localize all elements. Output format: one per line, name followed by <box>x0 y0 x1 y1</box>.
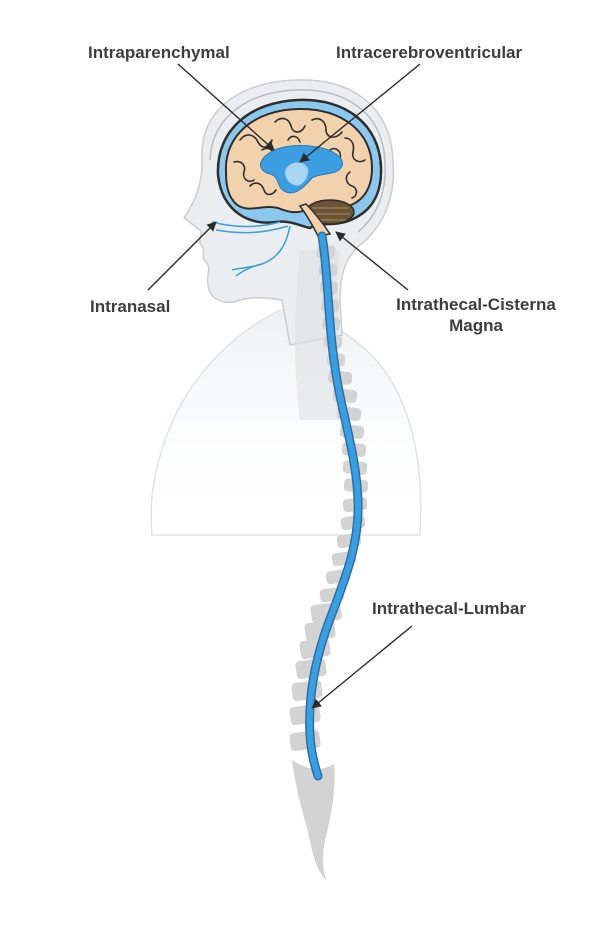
arrow-icon <box>147 221 217 291</box>
label-intrathecal-cisterna-magna: Intrathecal-Cisterna Magna <box>387 294 565 336</box>
arrow-icon <box>311 625 413 709</box>
vertebra <box>289 704 321 726</box>
torso-silhouette <box>150 309 422 536</box>
label-intracerebroventricular: Intracerebroventricular <box>336 43 523 62</box>
label-intranasal: Intranasal <box>90 297 171 316</box>
nasal-nerves <box>211 221 291 277</box>
label-intrathecal-lumbar: Intrathecal-Lumbar <box>372 599 526 618</box>
arrow-icon <box>299 63 421 163</box>
label-cisterna-line2: Magna <box>449 316 503 335</box>
label-intraparenchymal: Intraparenchymal <box>88 43 230 62</box>
spinal-csf <box>306 233 362 779</box>
vertebra <box>289 730 321 752</box>
skull-outline <box>209 89 386 233</box>
arrow-icon <box>335 231 409 291</box>
brainstem <box>298 203 332 237</box>
sacrum <box>292 760 335 880</box>
arrow-icon <box>177 63 275 151</box>
third-ventricle <box>284 161 309 187</box>
label-cisterna-line1: Intrathecal-Cisterna <box>396 295 556 314</box>
